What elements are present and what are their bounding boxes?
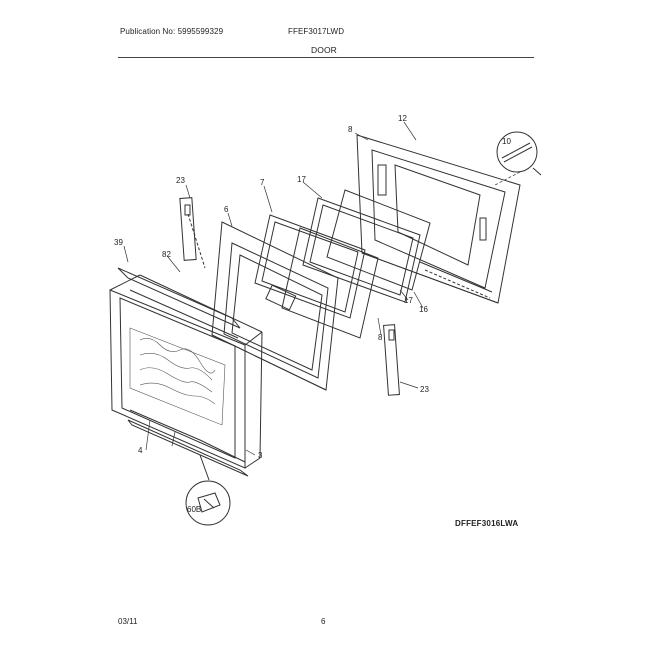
footer-page-number: 6 <box>321 617 326 626</box>
callout-10: 10 <box>502 137 511 146</box>
callout-23-top: 23 <box>176 176 185 185</box>
hinge-left <box>179 197 206 269</box>
callout-60b: 60B <box>187 505 201 514</box>
callout-17-top: 17 <box>297 175 306 184</box>
model-number: FFEF3017LWD <box>288 27 345 36</box>
screw-detail <box>496 131 542 176</box>
callout-82: 82 <box>162 250 171 259</box>
publication-number: Publication No: 5995599329 <box>120 27 224 36</box>
part-callouts: 8 12 10 23 7 17 6 39 82 16 17 8 23 3 4 6… <box>114 114 511 514</box>
glass-panel-frame <box>302 197 421 303</box>
gasket-detail <box>185 454 231 526</box>
callout-6: 6 <box>224 205 229 214</box>
callout-8-top: 8 <box>348 125 353 134</box>
callout-17-bottom: 17 <box>404 296 413 305</box>
callout-16: 16 <box>419 305 428 314</box>
outer-door-panel <box>109 267 263 477</box>
diagram-code: DFFEF3016LWA <box>455 519 519 528</box>
door-window <box>129 327 226 426</box>
door-frame <box>211 221 339 391</box>
callout-8-bottom: 8 <box>378 333 383 342</box>
glass-panel-7 <box>254 214 366 319</box>
footer-date: 03/11 <box>118 617 138 626</box>
callout-39: 39 <box>114 238 123 247</box>
callout-4: 4 <box>138 446 143 455</box>
page-title: DOOR <box>311 45 337 55</box>
glass-panel-mid <box>281 227 379 339</box>
hinge-right <box>383 324 400 396</box>
callout-3: 3 <box>258 451 263 460</box>
callout-12: 12 <box>398 114 407 123</box>
header-divider <box>118 57 534 58</box>
callout-7: 7 <box>260 178 265 187</box>
glass-panel-rear <box>326 189 431 291</box>
callout-23-bottom: 23 <box>420 385 429 394</box>
